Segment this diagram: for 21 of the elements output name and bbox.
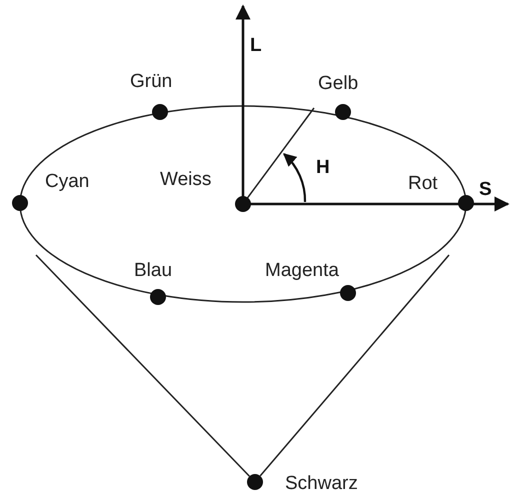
axis-label: L	[250, 36, 262, 55]
color-label: Magenta	[265, 261, 339, 280]
color-label: Weiss	[160, 170, 212, 189]
color-point	[458, 195, 474, 211]
color-point	[335, 104, 351, 120]
color-point	[12, 195, 28, 211]
color-point	[247, 474, 263, 490]
color-point	[150, 289, 166, 305]
color-label: Cyan	[45, 172, 90, 191]
color-point	[235, 196, 251, 212]
cone-line	[260, 254, 450, 476]
color-label: Grün	[130, 72, 172, 91]
color-label: Blau	[134, 261, 172, 280]
color-label: Gelb	[318, 74, 358, 93]
axis-label: H	[316, 158, 330, 177]
cone-line	[35, 254, 250, 477]
color-point	[152, 104, 168, 120]
axis-label: S	[479, 180, 492, 199]
color-point	[340, 285, 356, 301]
color-label: Rot	[408, 174, 438, 193]
color-label: Schwarz	[285, 474, 358, 493]
